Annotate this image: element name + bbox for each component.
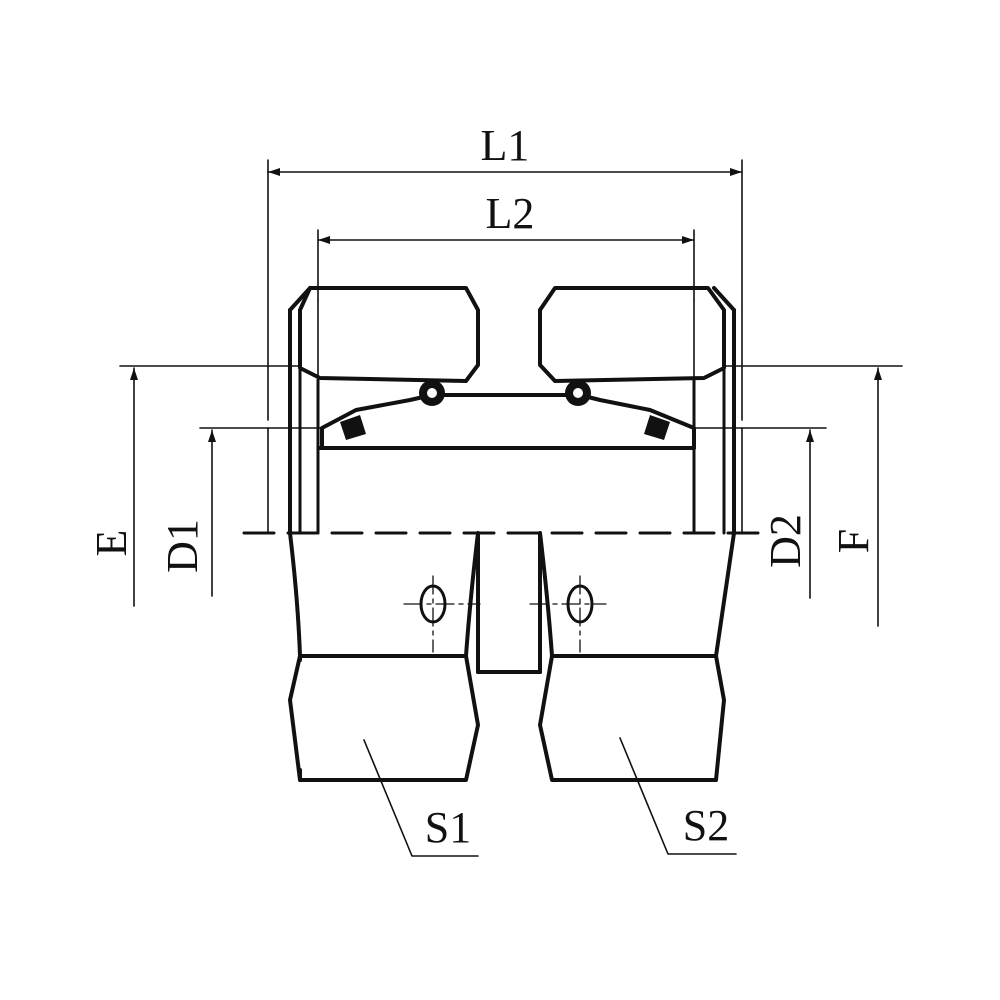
leader-S1: S1 <box>363 739 479 857</box>
tube-lines <box>267 427 743 534</box>
dimension-L2: L2 <box>317 189 695 301</box>
label-D2: D2 <box>761 514 810 568</box>
label-L2: L2 <box>486 189 535 238</box>
right-cutting-ring <box>644 415 670 440</box>
dimension-D2: D2 <box>741 427 827 599</box>
label-S2: S2 <box>683 801 729 850</box>
dimension-E: E <box>87 365 301 607</box>
dimension-L1: L1 <box>267 121 743 421</box>
left-cutting-ring <box>340 415 366 440</box>
dimension-D1: D1 <box>158 427 269 597</box>
label-E: E <box>87 530 136 557</box>
left-nut-section <box>288 286 480 535</box>
label-L1: L1 <box>481 121 530 170</box>
left-nut-view <box>288 531 481 782</box>
right-nut-view <box>529 531 736 782</box>
central-body-section <box>318 380 696 450</box>
dimension-F: F <box>723 365 903 627</box>
label-D1: D1 <box>158 519 207 573</box>
leader-S2: S2 <box>619 737 737 855</box>
label-F: F <box>829 529 878 553</box>
label-S1: S1 <box>425 803 471 852</box>
right-nut-section <box>538 286 736 535</box>
body-neck-view <box>476 533 542 674</box>
